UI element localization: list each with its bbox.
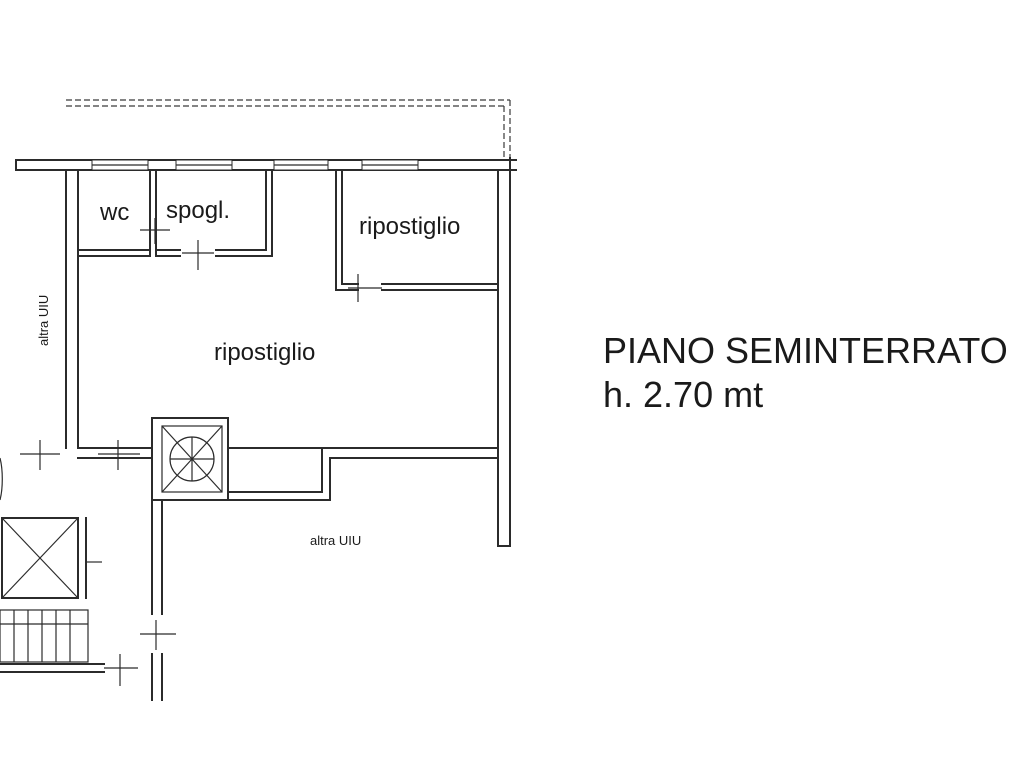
floor-height: h. 2.70 mt (603, 374, 763, 415)
main-room-lower-walls (20, 440, 499, 615)
room-label-ripostiglio-small: ripostiglio (359, 213, 460, 240)
neighbor-label-bottom: altra UIU (310, 533, 361, 548)
top-exterior-wall (15, 159, 517, 171)
small-storage-walls (335, 169, 499, 302)
right-exterior-wall (497, 157, 511, 547)
room-label-ripostiglio-main: ripostiglio (214, 339, 315, 366)
overhang-dashed-outline (66, 99, 511, 158)
floor-title: PIANO SEMINTERRATO (603, 330, 1008, 371)
room-label-spogliatoio: spogl. (166, 197, 230, 224)
neighbor-label-left: altra UIU (36, 295, 51, 346)
left-edge-arc (0, 457, 3, 501)
room-label-wc: wc (99, 199, 129, 226)
left-party-wall (15, 159, 79, 449)
elevator-shaft (1, 517, 102, 599)
staircase-steps (0, 609, 176, 701)
wc-block-walls (77, 169, 273, 270)
spiral-staircase (151, 417, 229, 501)
